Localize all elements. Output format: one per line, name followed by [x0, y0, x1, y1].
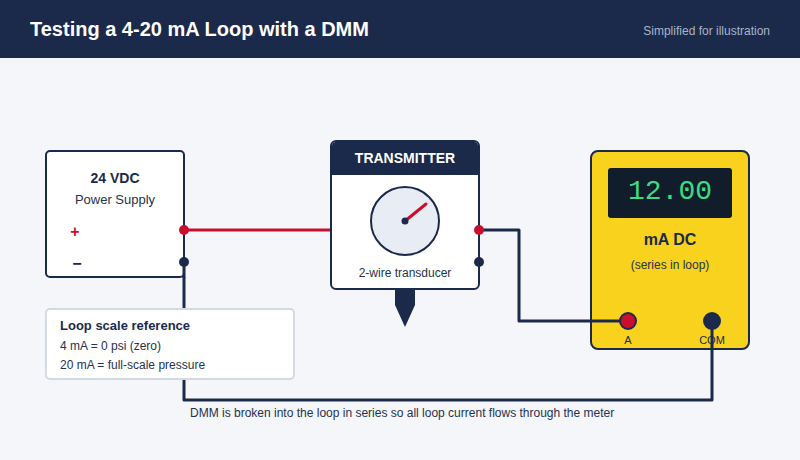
loop-wire [184, 229, 331, 232]
negative-terminal [474, 257, 484, 267]
node-heading: Loop scale reference [60, 318, 190, 334]
transmitter-box: TRANSMITTER 2-wire transducer [330, 140, 480, 290]
node-text: 2-wire transducer [359, 266, 452, 280]
process-connection [395, 290, 415, 327]
gauge-pivot [402, 218, 409, 225]
power-supply-box: 24 VDC Power Supply [45, 150, 185, 278]
node-heading: TRANSMITTER [355, 150, 455, 167]
meter-display: 12.00 [608, 168, 732, 218]
node-text: 20 mA = full-scale pressure [60, 358, 205, 372]
com-jack [704, 313, 720, 329]
terminal-sign: + [70, 222, 79, 241]
subtitle-note: Simplified for illustration [643, 24, 770, 38]
node-heading: 12.00 [628, 175, 712, 209]
gauge-dial [371, 187, 439, 255]
negative-terminal [179, 257, 189, 267]
node-heading: mA DC [644, 230, 697, 249]
terminal-sign: − [72, 254, 81, 273]
header-band [332, 142, 478, 175]
node-heading: 24 VDC [90, 170, 139, 187]
gauge-needle [405, 204, 426, 221]
node-text: Power Supply [75, 192, 155, 208]
jack-label: A [624, 334, 631, 347]
positive-terminal [179, 225, 189, 235]
node-text: 4 mA = 0 psi (zero) [60, 339, 161, 353]
caption-note: DMM is broken into the loop in series so… [190, 406, 614, 420]
page-title: Testing a 4-20 mA Loop with a DMM [30, 17, 369, 41]
multimeter-body: mA DC (series in loop) 12.00 [590, 150, 750, 350]
scale-reference-box: Loop scale reference 4 mA = 0 psi (zero) 2… [45, 308, 295, 380]
jack-label: COM [699, 334, 725, 347]
amp-jack [620, 313, 636, 329]
loop-wire [479, 230, 591, 321]
node-text: (series in loop) [631, 258, 710, 272]
positive-terminal [474, 225, 484, 235]
wire [590, 320, 622, 323]
